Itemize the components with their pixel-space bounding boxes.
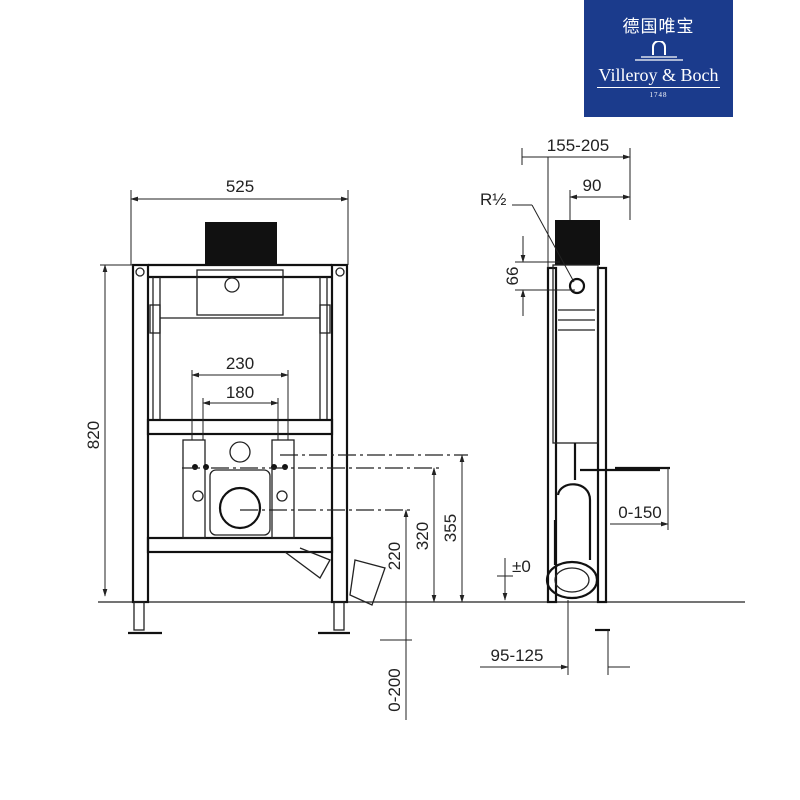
pipe-offset-label: 66 [503,267,522,286]
leg-adjust-label: 0-150 [618,503,661,522]
side-frame [545,220,670,632]
fountain-icon [634,41,683,61]
dim-heights: 355 320 220 0-200 [182,454,468,720]
thread-label: R½ [480,190,506,209]
dim-fixing-180: 180 [202,383,279,440]
villeroy-boch-logo: 德国唯宝 Villeroy & Boch 1748 [584,0,733,117]
supply-height-label: 355 [441,514,460,542]
drain-adjust-label: 0-200 [385,668,404,711]
depth-label: 155-205 [547,136,609,155]
fixing-inner-label: 180 [226,383,254,402]
front-frame [128,222,386,635]
logo-chinese-name: 德国唯宝 [622,17,695,37]
side-dims: 155-205 90 R½ 66 ±0 0-150 95-125 [480,136,669,675]
height-label: 820 [84,421,103,449]
dim-fixing-230: 230 [191,354,289,440]
logo-year: 1748 [649,91,668,99]
bolt-height-label: 320 [413,522,432,550]
cistern-depth-label: 90 [583,176,602,195]
dim-height: 820 [84,264,133,597]
drain-height-label: 220 [385,542,404,570]
fixing-outer-label: 230 [226,354,254,373]
width-label: 525 [226,177,254,196]
dim-width: 525 [130,177,349,265]
logo-brand: Villeroy & Boch [596,65,721,88]
floor-level-label: ±0 [512,557,531,576]
drain-offset-label: 95-125 [491,646,544,665]
